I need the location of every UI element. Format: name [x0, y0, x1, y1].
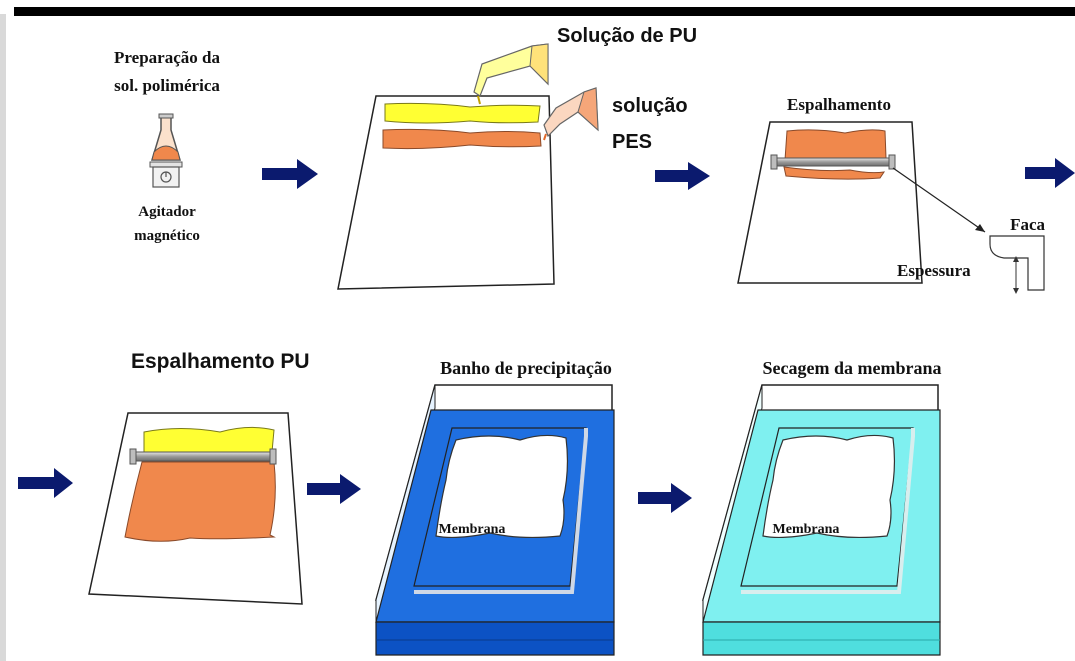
- pes-film-3: [784, 129, 887, 161]
- drying-front-face: [702, 621, 941, 656]
- pu-solution-strip: [384, 102, 541, 124]
- agitador-label-line2: magnético: [134, 228, 200, 244]
- casting-knife-rod-3: [774, 157, 892, 167]
- pes-film-3b: [783, 166, 886, 180]
- casting-knife-rod-4: [133, 451, 273, 462]
- top-border-bar: [14, 7, 1075, 16]
- membrana-label-1: Membrana: [439, 522, 506, 537]
- solucao-pes-label-line1: solução: [612, 95, 688, 117]
- glass-plate-2: [337, 95, 555, 290]
- flow-arrow-3: [1025, 158, 1075, 188]
- detail-pointer-line: [892, 167, 986, 233]
- flask-stirrer-icon: [149, 113, 183, 188]
- pes-solution-strip: [382, 128, 542, 150]
- pu-flask-icon: [473, 43, 549, 105]
- agitador-label-line1: Agitador: [138, 204, 196, 220]
- flow-arrow-1: [262, 159, 318, 189]
- membrane-shape-5: [435, 434, 569, 539]
- flow-arrow-2: [655, 162, 710, 190]
- knife-profile-icon: [989, 235, 1045, 294]
- solucao-pes-label-line2: PES: [612, 131, 652, 153]
- step-drying: Membrana: [702, 384, 941, 656]
- secagem-label: Secagem da membrana: [763, 358, 942, 378]
- flow-arrow-4: [18, 468, 73, 498]
- faca-label: Faca: [1010, 215, 1045, 234]
- pes-flask-icon: [543, 87, 599, 141]
- espessura-label: Espessura: [897, 261, 971, 280]
- solucao-pu-label: Solução de PU: [557, 25, 697, 47]
- preparacao-label-line2: sol. polimérica: [114, 76, 220, 95]
- step-spreading: Espalhamento Faca Espessura: [737, 95, 1045, 294]
- step-pouring: Solução de PU solução PES: [337, 25, 697, 290]
- flow-arrow-5: [307, 474, 361, 504]
- espalhamento-label: Espalhamento: [787, 95, 891, 114]
- step-pu-spreading: [88, 412, 303, 605]
- pu-film-4: [143, 426, 275, 455]
- preparacao-label-line1: Preparação da: [114, 48, 220, 67]
- flow-arrow-6: [638, 483, 692, 513]
- membrana-label-2: Membrana: [773, 522, 840, 537]
- step-preparation: Preparação da sol. polimérica Agitador m…: [114, 48, 220, 244]
- pes-film-4: [124, 461, 276, 542]
- banho-label: Banho de precipitação: [440, 358, 612, 378]
- espalhamento-pu-label: Espalhamento PU: [131, 350, 310, 373]
- membrane-shape-6: [762, 434, 896, 539]
- bath-front-face: [375, 621, 615, 656]
- step-precipitation-bath: Membrana: [375, 384, 615, 656]
- left-edge-strip: [0, 14, 6, 661]
